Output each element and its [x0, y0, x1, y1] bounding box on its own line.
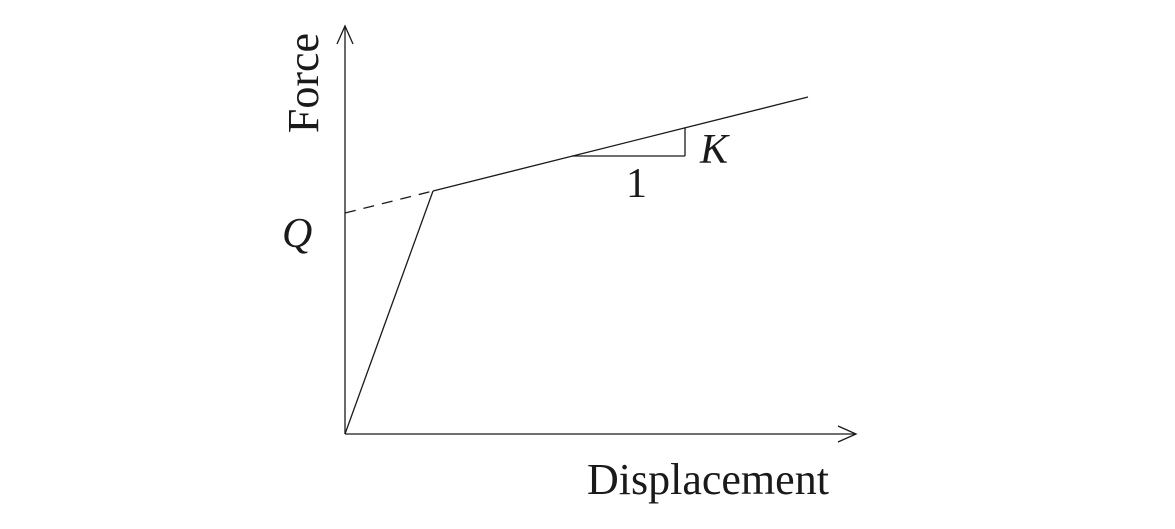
elastic-line: [344, 190, 434, 435]
post-yield-line: [432, 96, 809, 192]
y-axis-arrowhead: [336, 24, 354, 45]
slope-label: K: [699, 127, 730, 173]
x-axis-arrowhead: [837, 425, 858, 443]
intercept-label: Q: [282, 211, 312, 257]
y-axis-label: Force: [279, 33, 328, 133]
intercept-extension-dashed: [344, 190, 434, 214]
slope-run-label: 1: [626, 161, 647, 207]
x-axis-label: Displacement: [587, 455, 829, 504]
